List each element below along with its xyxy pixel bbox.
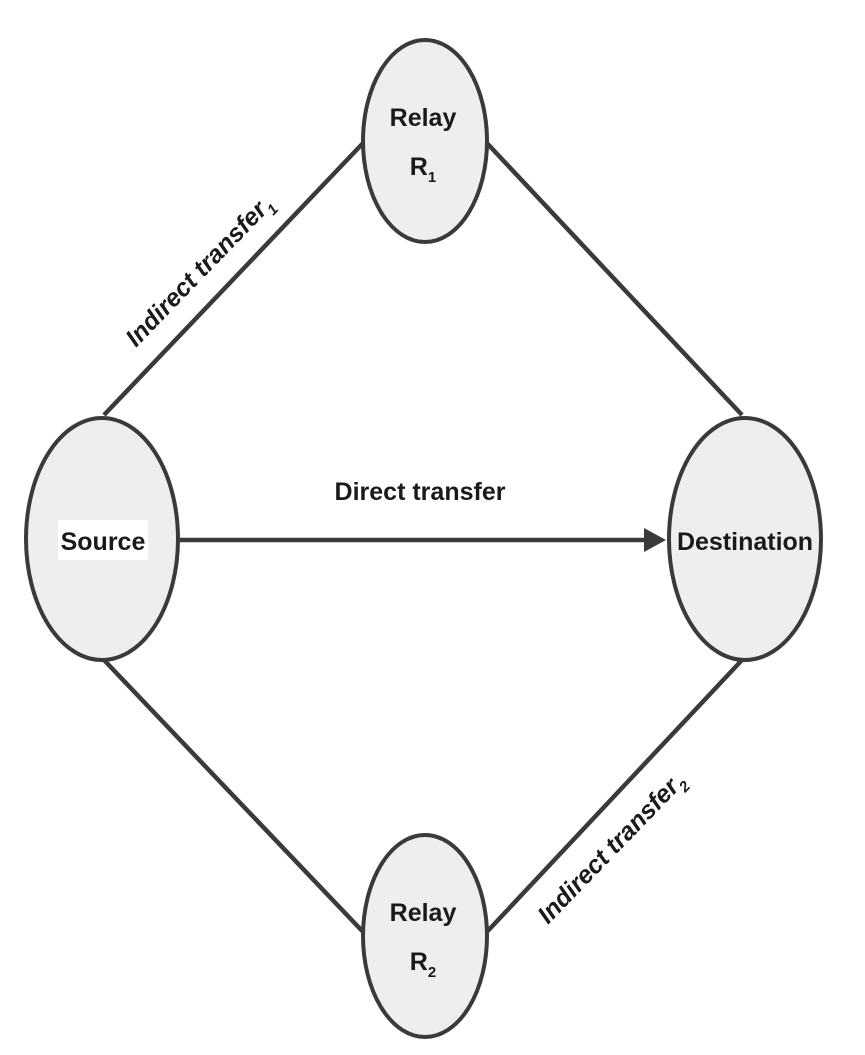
- edge-relay1-to-destination: [482, 138, 744, 417]
- edge-indirect2-label: Indirect transfer2: [532, 766, 694, 932]
- node-destination: Destination: [667, 416, 823, 662]
- node-relay1-label-line2: R1: [410, 153, 436, 186]
- node-destination-label: Destination: [677, 528, 813, 556]
- node-relay2-label-line1: Relay: [390, 899, 457, 927]
- edge-source-to-relay2: [102, 658, 368, 937]
- edge-relay2-to-destination: [482, 658, 744, 937]
- edge-indirect1-label: Indirect transfer1: [120, 190, 282, 356]
- arrowhead-icon: [644, 528, 666, 552]
- node-source: Source: [24, 416, 180, 662]
- node-relay1-label-line1: Relay: [390, 104, 457, 132]
- node-relay2-label-line2: R2: [410, 948, 436, 981]
- node-source-label: Source: [61, 528, 146, 556]
- node-relay2: Relay R2: [361, 833, 489, 1039]
- edge-direct-label: Direct transfer: [335, 478, 506, 506]
- edge-source-to-relay1: [102, 138, 368, 417]
- node-relay1: Relay R1: [361, 38, 489, 244]
